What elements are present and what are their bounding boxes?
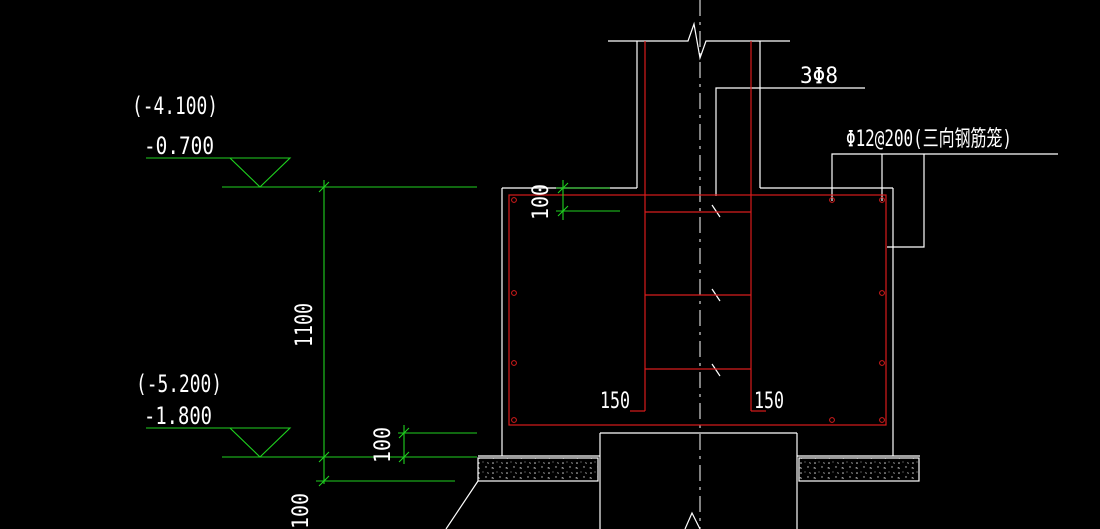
rebar-dot [511,197,517,203]
tick-3 [711,363,721,377]
rebar-dot [511,360,517,366]
rebar-dot [511,290,517,296]
cage-label: Φ12@200(三向钢筋笼) [846,127,1012,152]
rebar-group [508,41,887,426]
anchor-right-label: 150 [754,389,784,414]
cushion-right [798,457,920,482]
lower-elev-absolute: (-5.200) [136,370,222,398]
break-line-symbol [637,21,760,61]
slope-line [445,480,479,529]
depth-tick-top [318,181,330,193]
upper-elev-triangle [228,157,292,188]
rebar-dot [879,290,885,296]
top-cover-tick-top [557,182,569,194]
top-cover-label: 100 [529,184,554,220]
tick-1 [711,204,721,218]
rebar-dot [879,417,885,423]
lower-elev-relative: -1.800 [144,402,212,430]
upper-elev-absolute: (-4.100) [132,92,218,120]
bottom-break-symbol [684,511,701,529]
dimension-labels: 1100 100 100 100 [289,184,554,529]
rebar-dot [829,417,835,423]
rebar-dots [511,197,885,423]
anchor-left-label: 150 [600,389,630,414]
rebar-dot [879,197,885,203]
below-dim-label: 100 [289,493,314,529]
top-cover-tick-bottom [557,205,569,217]
bottom-cover-tick-top [398,427,410,439]
cage-outline [508,194,887,426]
rebar-dot [511,417,517,423]
stirrup-leader [715,87,865,196]
bottom-cover-tick-bottom [398,451,410,463]
depth-tick-bottom [318,451,330,463]
depth-dim-label: 1100 [290,303,318,347]
cushion-left [477,457,599,482]
elevation-labels: (-4.100) -0.700 (-5.200) -1.800 [132,92,222,430]
dimension-group [146,157,620,487]
cage-leader [831,153,1058,201]
cage-leader-side [887,154,925,248]
rebar-dot [829,197,835,203]
rebar-labels: 3Φ8 Φ12@200(三向钢筋笼) 150 150 [600,64,1012,414]
concrete-outline [445,0,1058,529]
bottom-cover-label: 100 [371,427,396,463]
lower-elev-triangle [228,427,292,458]
stirrup-label: 3Φ8 [800,64,838,89]
rebar-dot [879,360,885,366]
upper-elev-relative: -0.700 [144,132,214,160]
